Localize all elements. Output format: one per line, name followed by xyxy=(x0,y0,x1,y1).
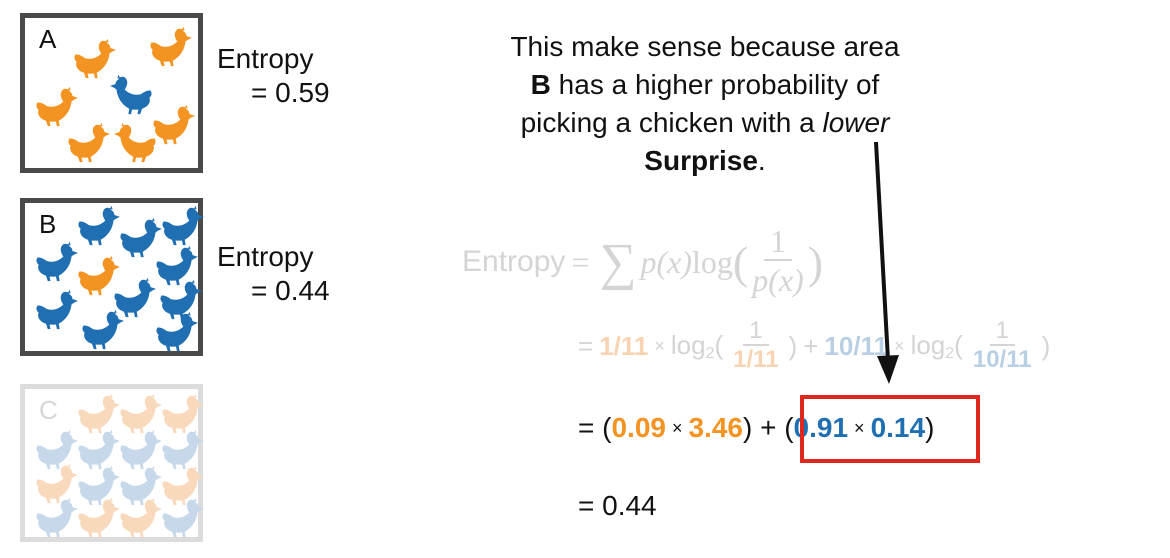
chicken-icon xyxy=(109,74,155,116)
area-c-box: C xyxy=(20,384,203,542)
entropy-formula: Entropy = ∑ p(x) log ( 1 p(x) ) xyxy=(462,223,824,299)
explanation-line-1: This make sense because area xyxy=(510,31,900,62)
chicken-icon xyxy=(79,309,125,351)
explanation-line-2: B has a higher probability of xyxy=(530,69,880,101)
entropy-value: = 0.59 xyxy=(251,76,330,108)
entropy-word: Entropy xyxy=(462,245,566,278)
term-b: 3.46 xyxy=(688,412,743,443)
chicken-icon xyxy=(33,289,79,331)
chicken-icon xyxy=(113,122,159,164)
chicken-icon xyxy=(147,26,193,68)
explanation-line-3: picking a chicken with a lower xyxy=(520,107,890,139)
surprise-word: Surprise xyxy=(644,145,758,177)
chicken-icon xyxy=(153,311,199,353)
formula-fraction: 1 p(x) xyxy=(752,223,804,299)
chicken-icon xyxy=(159,205,205,247)
area-a-letter: A xyxy=(39,24,57,54)
formula-substitution: = 1/11 × log2( 1 1/11 ) + 10/11 × log2( … xyxy=(578,317,1051,374)
formula-result: = 0.44 xyxy=(578,490,657,521)
explanation-line-4: Surprise. xyxy=(644,145,766,177)
area-b-ref: B xyxy=(530,69,551,101)
area-b-entropy: Entropy = 0.44 xyxy=(217,240,330,307)
chicken-icon xyxy=(159,497,205,539)
chicken-icon xyxy=(33,497,79,539)
entropy-label: Entropy xyxy=(217,43,314,74)
chicken-icon xyxy=(65,122,111,164)
chicken-icon xyxy=(33,241,79,283)
term-d: 0.14 xyxy=(870,412,926,443)
area-a-entropy: Entropy = 0.59 xyxy=(217,42,330,109)
entropy-value: = 0.44 xyxy=(251,274,330,306)
chicken-icon xyxy=(75,497,121,539)
area-c-letter: C xyxy=(39,395,58,425)
explanation-text: This make sense because area B has a hig… xyxy=(470,28,940,180)
area-b-letter: B xyxy=(39,209,57,239)
chicken-icon xyxy=(117,497,163,539)
sum-symbol: ∑ xyxy=(599,233,637,291)
area-a-box: A xyxy=(20,13,203,173)
highlight-box xyxy=(800,395,980,463)
area-b-box: B xyxy=(20,198,203,356)
lower-word: lower xyxy=(822,107,890,139)
entropy-label: Entropy xyxy=(217,241,314,272)
chicken-icon xyxy=(75,205,121,247)
term-a: 0.09 xyxy=(611,412,666,443)
